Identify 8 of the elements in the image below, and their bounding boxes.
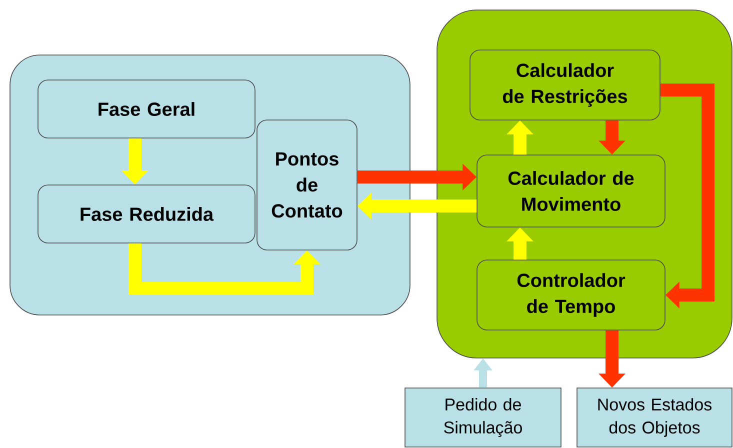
process-box: Pontos de Contato [256,120,358,250]
input-box: Pedido de Simulação [404,388,562,448]
process-box: Calculador de Movimento [476,154,666,228]
process-box: Fase Reduzida [38,184,256,244]
input-box: Novos Estados dos Objetos [576,388,732,448]
process-box: Calculador de Restrições [470,50,660,120]
process-box: Controlador de Tempo [476,260,666,330]
process-box: Fase Geral [38,80,256,138]
